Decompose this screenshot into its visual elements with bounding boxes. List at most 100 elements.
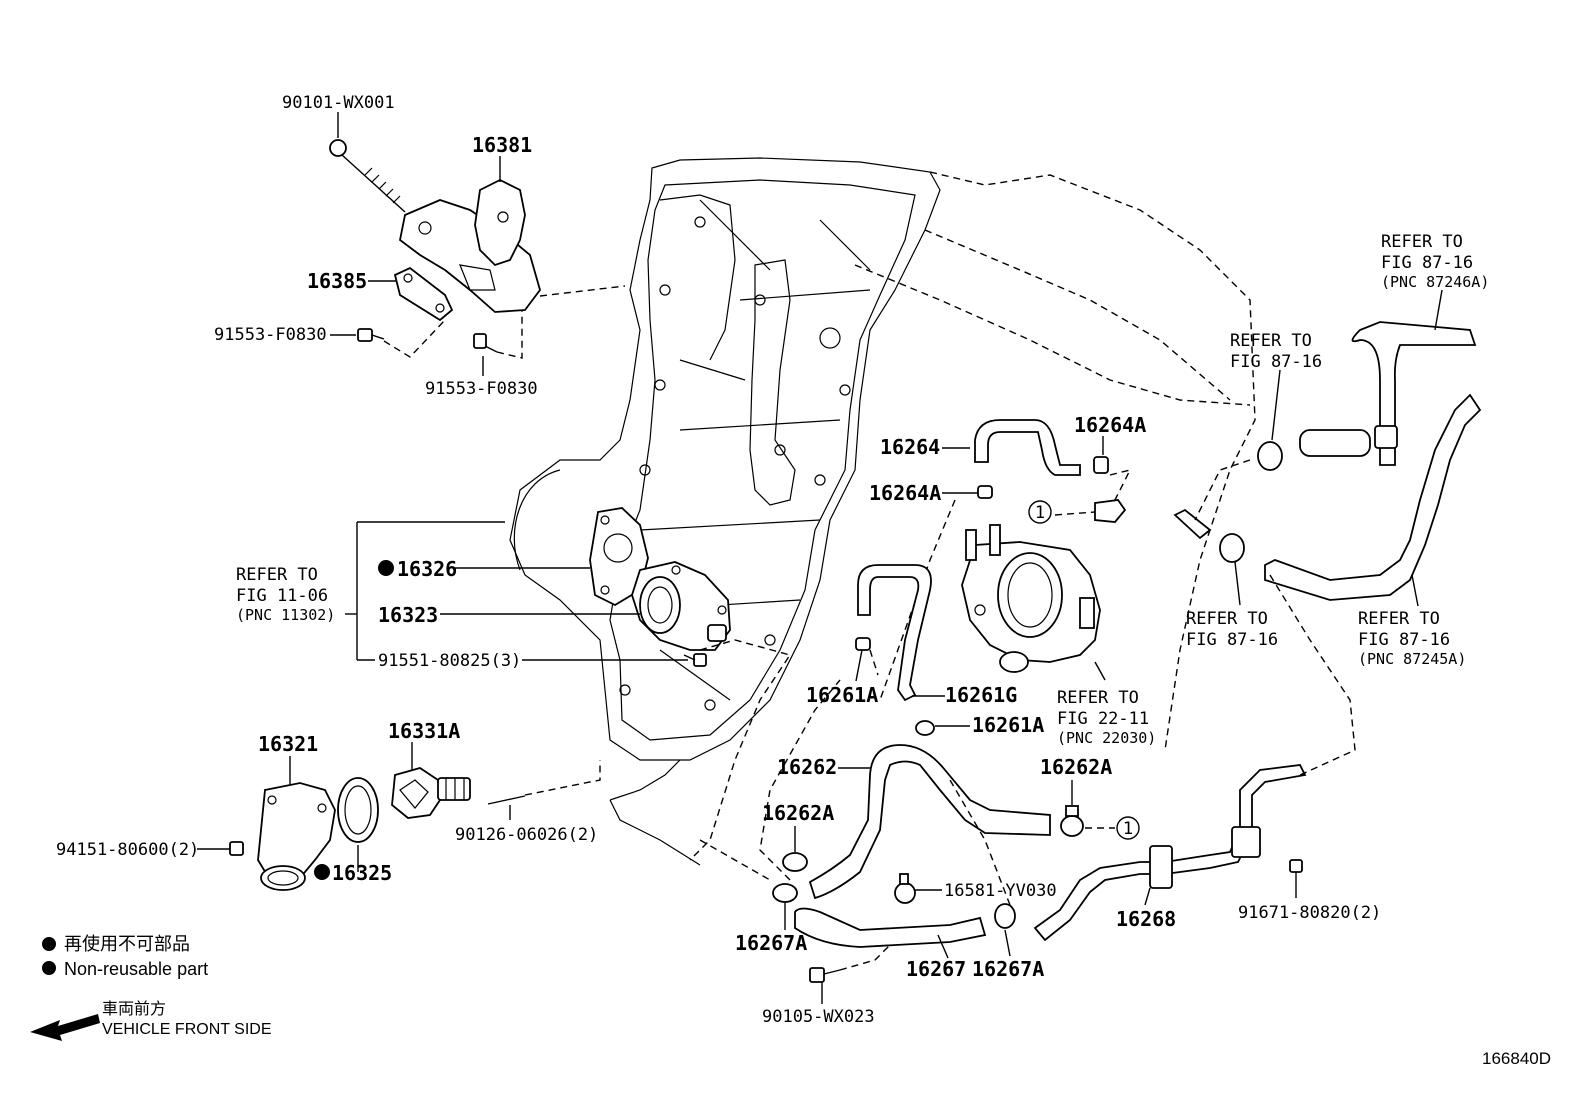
label-91553-f0830-left: 91553-F0830 [214, 325, 327, 345]
timing-cover-outline [509, 157, 1256, 866]
bolt-91551 [683, 653, 707, 667]
figure-id: 166840D [1482, 1049, 1551, 1068]
refer-87-16-d-line2: FIG 87-16 [1358, 630, 1450, 650]
refer-22-11-line3: (PNC 22030) [1057, 729, 1156, 747]
label-16267a-left: 16267A [735, 931, 807, 955]
refer-11-06-line2: FIG 11-06 [236, 586, 328, 606]
refer-11-06-line3: (PNC 11302) [236, 606, 335, 624]
thermostat-16331a [391, 767, 471, 819]
label-16264: 16264 [880, 435, 940, 459]
leader-circle1a [1054, 511, 1096, 516]
clip-16581 [894, 873, 916, 904]
refer-87-16-c-line2: FIG 87-16 [1186, 630, 1278, 650]
refer-22-11-line2: FIG 22-11 [1057, 709, 1149, 729]
refer-87-16-c-line1: REFER TO [1186, 609, 1268, 629]
front-arrow-icon [30, 1014, 100, 1041]
clamp-16262a-right [1060, 805, 1084, 837]
refer-11-06-line1: REFER TO [236, 565, 318, 585]
label-16262a-left: 16262A [762, 801, 834, 825]
label-16264a-top: 16264A [1074, 413, 1146, 437]
non-reusable-dot-16325 [314, 864, 330, 880]
leader-housing [689, 639, 792, 861]
refer-87-16-b-line2: FIG 87-16 [1230, 352, 1322, 372]
label-90126-06026: 90126-06026(2) [455, 825, 598, 845]
label-16261g: 16261G [945, 683, 1017, 707]
refer-87-16-d-line3: (PNC 87245A) [1358, 650, 1466, 668]
label-16321: 16321 [258, 732, 318, 756]
hose-stub-right [1094, 499, 1127, 523]
label-16268: 16268 [1116, 907, 1176, 931]
clamp-16267a-left [772, 883, 798, 903]
label-16262a-right: 16262A [1040, 755, 1112, 779]
clamp-87-16-c [1219, 533, 1245, 563]
leader-bolt-left [383, 319, 446, 358]
label-16261a-left: 16261A [806, 683, 878, 707]
clamp-16264a-top [1093, 456, 1109, 474]
circle-1b-text: 1 [1123, 819, 1133, 839]
non-reusable-dot-16326 [378, 560, 394, 576]
hose-16262 [808, 744, 1051, 900]
label-90101-wx001: 90101-WX001 [282, 93, 395, 113]
label-16262: 16262 [777, 755, 837, 779]
legend-front-en: VEHICLE FRONT SIDE [102, 1021, 272, 1038]
refer-87-16-b-line1: REFER TO [1230, 331, 1312, 351]
leader-bracket-engine [539, 285, 626, 297]
bolt-90101 [329, 139, 406, 213]
bolt-91671 [1289, 859, 1303, 873]
refer-87-16-d-line1: REFER TO [1358, 609, 1440, 629]
leader-16264a-left [879, 499, 956, 701]
clamp-87-16-b [1257, 441, 1283, 471]
leader-16261a [869, 649, 879, 676]
refer-87-16-a-line2: FIG 87-16 [1381, 253, 1473, 273]
hose-cut-center [1173, 508, 1212, 540]
leader-clamp-left [759, 679, 841, 881]
label-leaders [197, 112, 1443, 1004]
leader-clamp-b [1194, 459, 1251, 521]
clamp-16261a-right [915, 720, 935, 736]
label-16326: 16326 [397, 557, 457, 581]
circle-1a-text: 1 [1035, 503, 1045, 523]
refer-22-11-line1: REFER TO [1057, 688, 1139, 708]
label-16267: 16267 [906, 957, 966, 981]
legend-front-jp: 車両前方 [102, 1000, 166, 1018]
heater-hose-87245a [1264, 393, 1482, 601]
legend-non-reusable-jp: 再使用不可部品 [64, 934, 190, 954]
clamp-16262a-left [782, 852, 808, 872]
leader-stud [524, 760, 601, 796]
label-16264a-left: 16264A [869, 481, 941, 505]
label-16385: 16385 [307, 269, 367, 293]
plate-16385 [393, 266, 454, 322]
bolt-91553-left [357, 328, 385, 342]
label-91671-80820: 91671-80820(2) [1238, 903, 1381, 923]
label-16381: 16381 [472, 133, 532, 157]
label-16581-yv030: 16581-YV030 [944, 881, 1057, 901]
pipe-16268 [1033, 764, 1307, 942]
circle-marker-1a: 1 [1028, 500, 1052, 524]
refer-87-16-a-line3: (PNC 87246A) [1381, 273, 1489, 291]
label-16261a-right: 16261A [972, 713, 1044, 737]
legend-dot-en [42, 961, 56, 975]
bolt-91553-right [473, 333, 498, 353]
label-16331a: 16331A [388, 719, 460, 743]
leader-clamp-lower [699, 839, 771, 881]
label-90105-wx023: 90105-WX023 [762, 1007, 875, 1027]
heater-hose-87246a [1299, 321, 1477, 466]
label-16323: 16323 [378, 603, 438, 627]
label-91551-80825: 91551-80825(3) [378, 651, 521, 671]
bolt-90105 [809, 967, 841, 983]
hose-16267 [794, 907, 987, 948]
leader-90105 [839, 944, 891, 971]
label-91553-f0830-right: 91553-F0830 [425, 379, 538, 399]
label-16267a-right: 16267A [972, 957, 1044, 981]
label-94151-80600: 94151-80600(2) [56, 840, 199, 860]
water-inlet-housing-16323 [631, 561, 731, 651]
water-outlet-16321 [257, 782, 336, 891]
stud-90126 [487, 795, 526, 805]
bolt-94151 [229, 841, 244, 856]
clamp-16261a-left [855, 637, 871, 651]
leader-bolt-right [496, 310, 523, 359]
hose-16261g [857, 564, 932, 702]
circle-marker-1b: 1 [1116, 816, 1140, 840]
